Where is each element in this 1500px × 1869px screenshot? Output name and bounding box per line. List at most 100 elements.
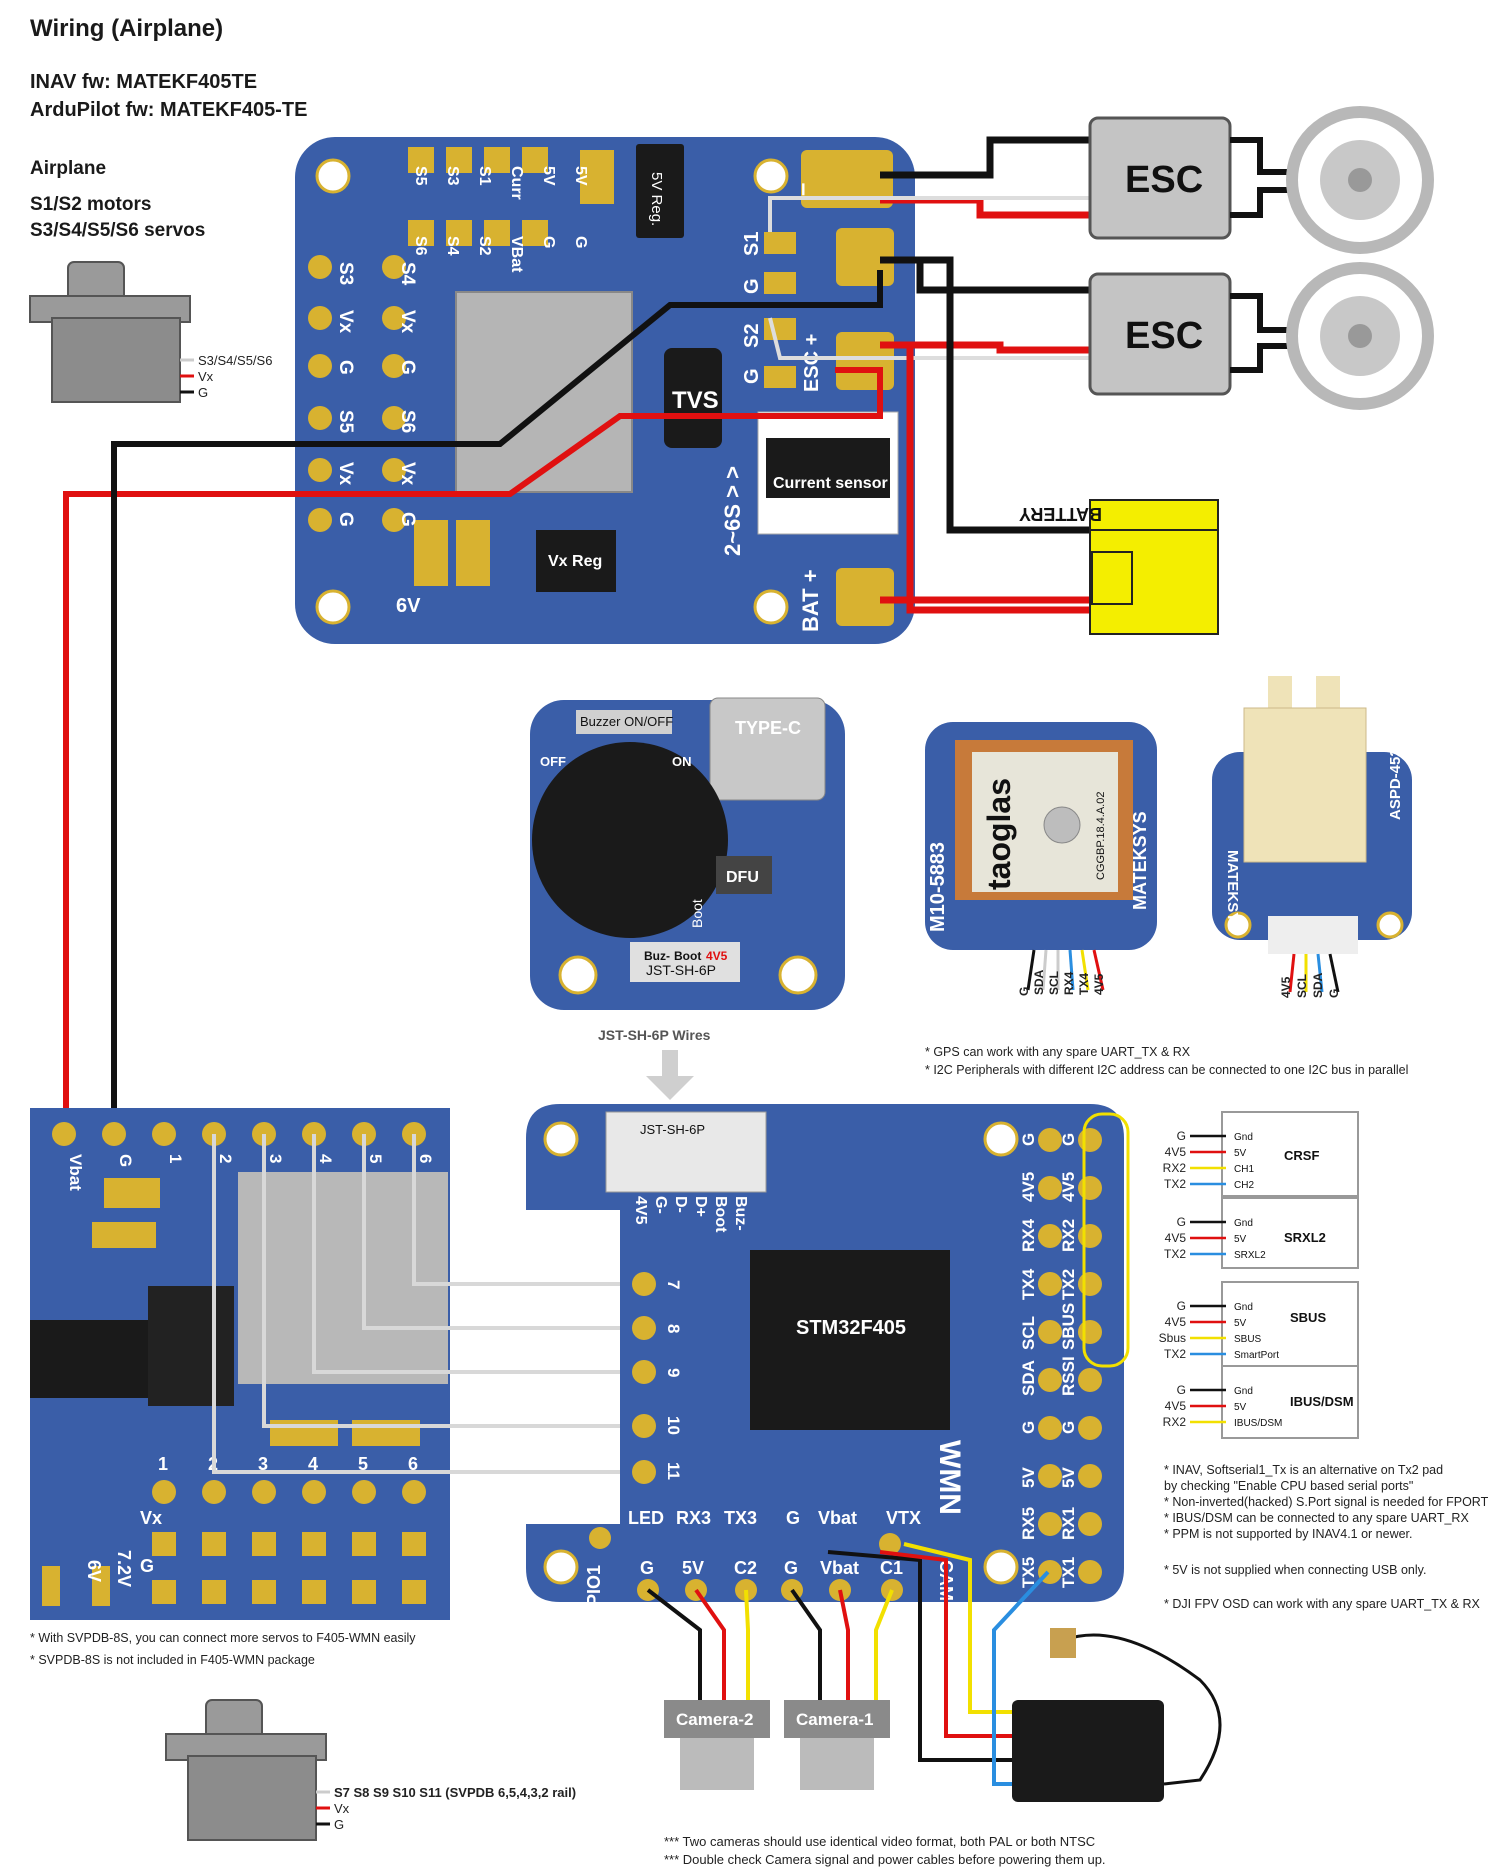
rx-pin-label: SBUS xyxy=(1234,1334,1262,1345)
svpdb-note: * SVPDB-8S is not included in F405-WMN p… xyxy=(30,1653,315,1667)
pad-label: Vx xyxy=(335,310,356,334)
pad-label: G xyxy=(540,236,557,248)
fc-bottom-label: LED xyxy=(628,1508,664,1528)
fc-right-pad: RX5 xyxy=(1019,1507,1038,1540)
svpdb-rail-pads xyxy=(42,1480,426,1606)
fc-bottom-pad: Vbat xyxy=(820,1558,859,1578)
rx-pin-label: Gnd xyxy=(1234,1132,1253,1143)
aspd-module: MATEKSYS ASPD-4525 4V5 SCL SDA G xyxy=(1212,676,1412,998)
svpdb-pad-label: G xyxy=(116,1154,135,1167)
svpdb-pad-label: Vbat xyxy=(66,1154,85,1191)
aspd-wire-label: SDA xyxy=(1311,972,1325,998)
fc-right-pad: TX1 xyxy=(1059,1557,1078,1588)
rx-wire-label: RX2 xyxy=(1163,1161,1187,1175)
boot-label: Boot xyxy=(689,899,705,928)
pad-label: S4 xyxy=(397,262,418,286)
fc-right-pad: RX1 xyxy=(1059,1507,1078,1540)
rx-wire-label: 4V5 xyxy=(1165,1145,1187,1159)
fc-bottom-label: G xyxy=(786,1508,800,1528)
svpdb-pad-label: 5 xyxy=(366,1154,385,1163)
ardupilot-fw: ArduPilot fw: MATEKF405-TE xyxy=(30,99,307,121)
servos-note: S3/S4/S5/S6 servos xyxy=(30,220,205,241)
svpdb-num: 6 xyxy=(408,1454,418,1474)
fc-right-pad: 5V xyxy=(1019,1467,1038,1488)
svpdb-pad-label: 6 xyxy=(416,1154,435,1163)
svpdb-num: 1 xyxy=(158,1454,168,1474)
gps-maker: MATEKSYS xyxy=(1130,811,1150,910)
fc-left-pin: 4V5 xyxy=(632,1196,649,1225)
vbat-wire xyxy=(63,367,883,1134)
fc-right-pad: 4V5 xyxy=(1019,1172,1038,1202)
rx-pin-label: 5V xyxy=(1234,1402,1247,1413)
fc-bottom-pad: C2 xyxy=(734,1558,757,1578)
fc-servo-pad: 11 xyxy=(664,1462,683,1480)
rx-pin-label: Gnd xyxy=(1234,1218,1253,1229)
svpdb-num: 4 xyxy=(308,1454,318,1474)
rx-pin-label: 5V xyxy=(1234,1318,1247,1329)
main-pdb-board: S5 S3 S1 Curr 5V 5V S6 S4 S2 VBat G G S3… xyxy=(295,137,915,644)
svpdb-vx: Vx xyxy=(140,1508,162,1528)
rx-note: * IBUS/DSM can be connected to any spare… xyxy=(1164,1511,1469,1525)
usb-connector-label: JST-SH-6P xyxy=(646,962,716,978)
fc-right-pad: TX2 xyxy=(1059,1269,1078,1300)
svpdb-pad-label: 4 xyxy=(316,1154,335,1164)
pad-label: 5V xyxy=(572,166,589,186)
svpdb-pad-label: 3 xyxy=(266,1154,285,1163)
fc-servo-pad: 8 xyxy=(664,1324,683,1333)
pad-label: S5 xyxy=(412,166,429,186)
camera-2-label: Camera-2 xyxy=(676,1710,754,1729)
camera-1-label: Camera-1 xyxy=(796,1710,874,1729)
usb-pin-label: Buz- xyxy=(644,949,670,963)
fc-board: STM32F405 JST-SH-6P WMN 4V5 G- D- D+ Boo… xyxy=(526,1104,1130,1606)
gps-wire-label: SCL xyxy=(1047,971,1061,995)
tvs-label: TVS xyxy=(672,387,719,414)
rx-wire-label: G xyxy=(1177,1383,1186,1397)
aspd-maker: MATEKSYS xyxy=(1224,850,1241,932)
rx-pin-label: 5V xyxy=(1234,1148,1247,1159)
gps-wire-label: 4V5 xyxy=(1092,973,1106,995)
dfu-label: DFU xyxy=(726,869,759,886)
rx-wire-label: G xyxy=(1177,1299,1186,1313)
svpdb-g: G xyxy=(140,1556,154,1576)
pad-label: G xyxy=(335,360,356,375)
rx-module-name: CRSF xyxy=(1284,1148,1319,1163)
rx-wire-label: TX2 xyxy=(1164,1247,1186,1261)
pad-label: Vx xyxy=(397,462,418,486)
reg-label: 5V Reg. xyxy=(648,172,665,226)
vtx-module xyxy=(1012,1628,1222,1802)
fc-left-pin: Buz- xyxy=(732,1196,749,1231)
svpdb-board: Vbat G 1 2 3 4 5 6 1 2 3 4 5 6 Vx G 6V 7… xyxy=(30,1108,450,1620)
gps-note: * GPS can work with any spare UART_TX & … xyxy=(925,1045,1191,1059)
mcu-label: STM32F405 xyxy=(796,1317,906,1339)
svpdb-note: * With SVPDB-8S, you can connect more se… xyxy=(30,1631,416,1645)
fc-right-pad: G xyxy=(1019,1421,1038,1434)
camera-note: *** Double check Camera signal and power… xyxy=(664,1852,1106,1867)
minus-label: – xyxy=(789,183,816,196)
s2-label: S2 xyxy=(741,324,763,348)
fc-right-pad: G xyxy=(1059,1133,1078,1146)
fc-pio-label: PIO1 xyxy=(584,1565,604,1606)
off-label: OFF xyxy=(540,754,566,769)
gnd-wire xyxy=(111,270,883,1134)
fc-bottom-label: TX3 xyxy=(724,1508,757,1528)
rx-wire-label: Sbus xyxy=(1159,1331,1186,1345)
aspd-wire-label: SCL xyxy=(1295,974,1309,998)
rx-wire-label: G xyxy=(1177,1215,1186,1229)
rx-note: * Non-inverted(hacked) S.Port signal is … xyxy=(1164,1495,1489,1509)
svpdb-72v: 7.2V xyxy=(114,1550,134,1587)
gps-wire-label: G xyxy=(1017,987,1031,996)
rx-pin-label: SmartPort xyxy=(1234,1350,1279,1361)
down-arrow-icon xyxy=(646,1050,694,1100)
motors-note: S1/S2 motors xyxy=(30,194,151,215)
fc-right-pad: RX4 xyxy=(1019,1218,1038,1252)
rx-modules: G 4V5 RX2 TX2 G 4V5 TX2 G 4V5 Sbus TX2 G… xyxy=(1159,1111,1359,1439)
svpdb-num: 3 xyxy=(258,1454,268,1474)
pad-label: S6 xyxy=(412,236,429,256)
motor-2 xyxy=(1286,262,1434,410)
fc-servo-pad: 10 xyxy=(664,1416,683,1435)
rx-pin-label: IBUS/DSM xyxy=(1234,1418,1282,1429)
fc-right-pad: 4V5 xyxy=(1059,1172,1078,1202)
rx-note: * DJI FPV OSD can work with any spare UA… xyxy=(1164,1597,1481,1611)
wires-label: JST-SH-6P Wires xyxy=(598,1027,711,1043)
battery-label: BATTERY xyxy=(1019,504,1102,524)
